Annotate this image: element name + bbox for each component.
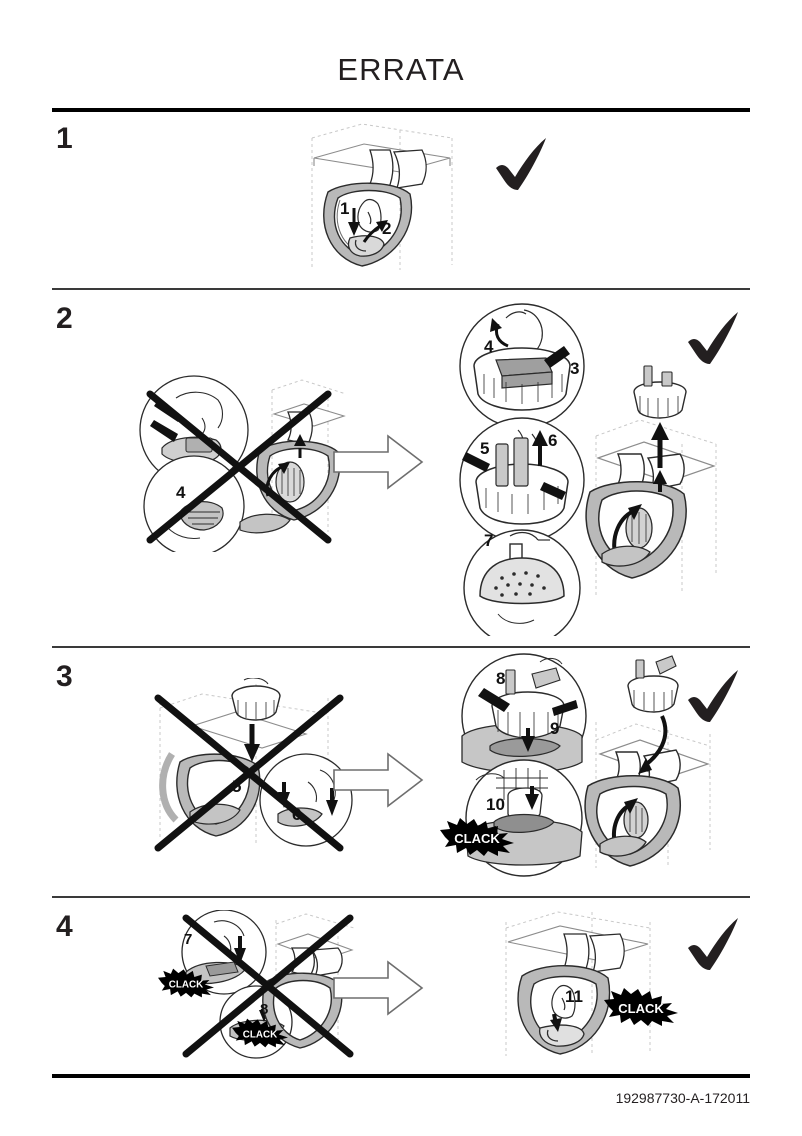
step4-incorrect-clack-badge-1: CLACK: [158, 968, 214, 998]
footer-document-code: 192987730-A-172011: [615, 1090, 750, 1106]
step1-check-mark: [490, 134, 554, 194]
step3-transition-arrow: [332, 748, 424, 812]
rule-bottom: [52, 1074, 750, 1078]
rule-top: [52, 108, 750, 112]
step2-callout-7: 7: [484, 531, 494, 550]
step2-callout-6: 6: [548, 431, 558, 450]
step4-callout-11: 11: [565, 987, 583, 1006]
clack-label-4c: CLACK: [618, 1001, 664, 1016]
step4-incorrect-callout-7: 7: [184, 931, 193, 948]
step2-transition-arrow: [332, 430, 424, 494]
step-panel-4: 4: [52, 900, 750, 1072]
step-number-2: 2: [56, 302, 73, 335]
step4-check-mark: [682, 914, 746, 974]
step3-clack-badge: CLACK: [440, 818, 514, 856]
step3-callout-9: 9: [550, 719, 560, 738]
step2-incorrect-callout-4: 4: [176, 483, 186, 502]
step3-incorrect-illustration: [132, 678, 372, 858]
step3-incorrect-callout-6: 6: [292, 805, 302, 824]
step4-correct-illustration: [492, 906, 712, 1066]
step3-callout-8: 8: [496, 669, 506, 688]
step-panel-1: 1: [52, 112, 750, 286]
page-title: ERRATA: [337, 52, 465, 87]
step-number-3: 3: [56, 660, 73, 693]
step4-incorrect-clack-badge-2: CLACK: [232, 1018, 288, 1048]
step3-incorrect-callout-5: 5: [232, 777, 242, 796]
rule-step1-step2: [52, 288, 750, 290]
step2-check-mark: [682, 308, 746, 368]
step1-correct-illustration: [282, 120, 482, 280]
step-panel-3: 3: [52, 650, 750, 894]
clack-label-4b: CLACK: [243, 1030, 277, 1041]
step1-callout-1: 1: [340, 199, 350, 218]
step2-callout-5: 5: [480, 439, 490, 458]
step3-callout-10: 10: [486, 795, 505, 814]
step2-callout-4: 4: [484, 337, 494, 356]
rule-step3-step4: [52, 896, 750, 898]
step-panel-2: 2: [52, 292, 750, 644]
step-number-4: 4: [56, 910, 73, 943]
step2-correct-illustration: [440, 296, 740, 636]
step2-callout-3: 3: [570, 359, 580, 378]
step1-callout-2: 2: [382, 219, 392, 238]
step4-transition-arrow: [332, 956, 424, 1020]
clack-label-3: CLACK: [454, 831, 500, 846]
step2-incorrect-illustration: [132, 372, 362, 552]
step4-correct-clack-badge: CLACK: [604, 988, 678, 1026]
rule-step2-step3: [52, 646, 750, 648]
step3-check-mark: [682, 666, 746, 726]
step-number-1: 1: [56, 122, 73, 155]
clack-label-4a: CLACK: [169, 980, 203, 991]
step4-incorrect-callout-8: 8: [260, 1001, 269, 1018]
